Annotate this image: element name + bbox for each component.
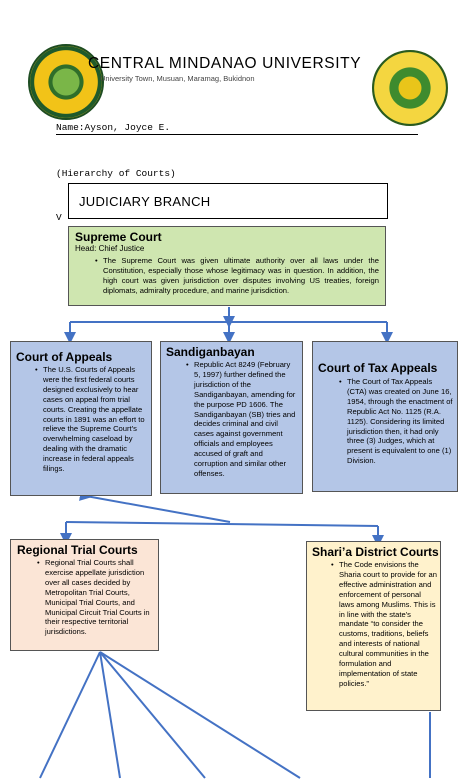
regional-trial-courts-title: Regional Trial Courts — [17, 543, 138, 557]
regional-trial-courts-text: Regional Trial Courts shall exercise app… — [37, 558, 153, 637]
level3-bar — [65, 521, 379, 527]
name-label: Name: — [56, 122, 85, 133]
court-of-tax-appeals-box: Court of Tax Appeals The Court of Tax Ap… — [312, 341, 458, 492]
judiciary-branch-box: JUDICIARY BRANCH — [68, 183, 388, 219]
branch-line-1 — [39, 651, 101, 779]
name-value: Ayson, Joyce E. — [84, 122, 171, 133]
sharia-district-courts-box: Shari’a District Courts The Code envisio… — [306, 541, 441, 711]
supreme-court-box: Supreme Court Head: Chief Justice The Su… — [68, 226, 386, 306]
sandiganbayan-title: Sandiganbayan — [166, 345, 255, 359]
cmu-seal-logo — [28, 44, 104, 120]
v-mark: V — [56, 212, 62, 223]
sandiganbayan-text: Republic Act 8249 (February 5, 1997) fur… — [186, 360, 298, 479]
sandiganbayan-box: Sandiganbayan Republic Act 8249 (Februar… — [160, 341, 303, 494]
court-of-tax-appeals-title: Court of Tax Appeals — [318, 361, 438, 375]
court-of-tax-appeals-text: The Court of Tax Appeals (CTA) was creat… — [339, 377, 453, 466]
supreme-court-text: The Supreme Court was given ultimate aut… — [95, 256, 379, 296]
court-of-appeals-box: Court of Appeals The U.S. Courts of Appe… — [10, 341, 152, 496]
arrow-up-to-appeals — [79, 489, 231, 523]
branch-line-4 — [99, 651, 301, 779]
regional-trial-courts-box: Regional Trial Courts Regional Trial Cou… — [10, 539, 159, 651]
branch-line-3 — [99, 651, 206, 779]
court-of-appeals-title: Court of Appeals — [16, 350, 113, 364]
name-line: Name:Ayson, Joyce E. — [56, 122, 418, 135]
supreme-court-head: Head: Chief Justice — [75, 244, 145, 253]
branch-line-2 — [99, 651, 121, 779]
sharia-district-courts-title: Shari’a District Courts — [312, 545, 439, 559]
judiciary-branch-title: JUDICIARY BRANCH — [79, 194, 211, 209]
court-of-appeals-text: The U.S. Courts of Appeals were the firs… — [35, 365, 147, 474]
university-address: University Town, Musuan, Maramag, Bukidn… — [100, 74, 255, 83]
college-business-logo — [372, 50, 448, 126]
sharia-district-courts-text: The Code envisions the Sharia court to p… — [331, 560, 437, 689]
supreme-court-title: Supreme Court — [75, 230, 162, 244]
university-title: CENTRAL MINDANAO UNIVERSITY — [88, 55, 362, 72]
page-subtitle: (Hierarchy of Courts) — [56, 168, 176, 179]
